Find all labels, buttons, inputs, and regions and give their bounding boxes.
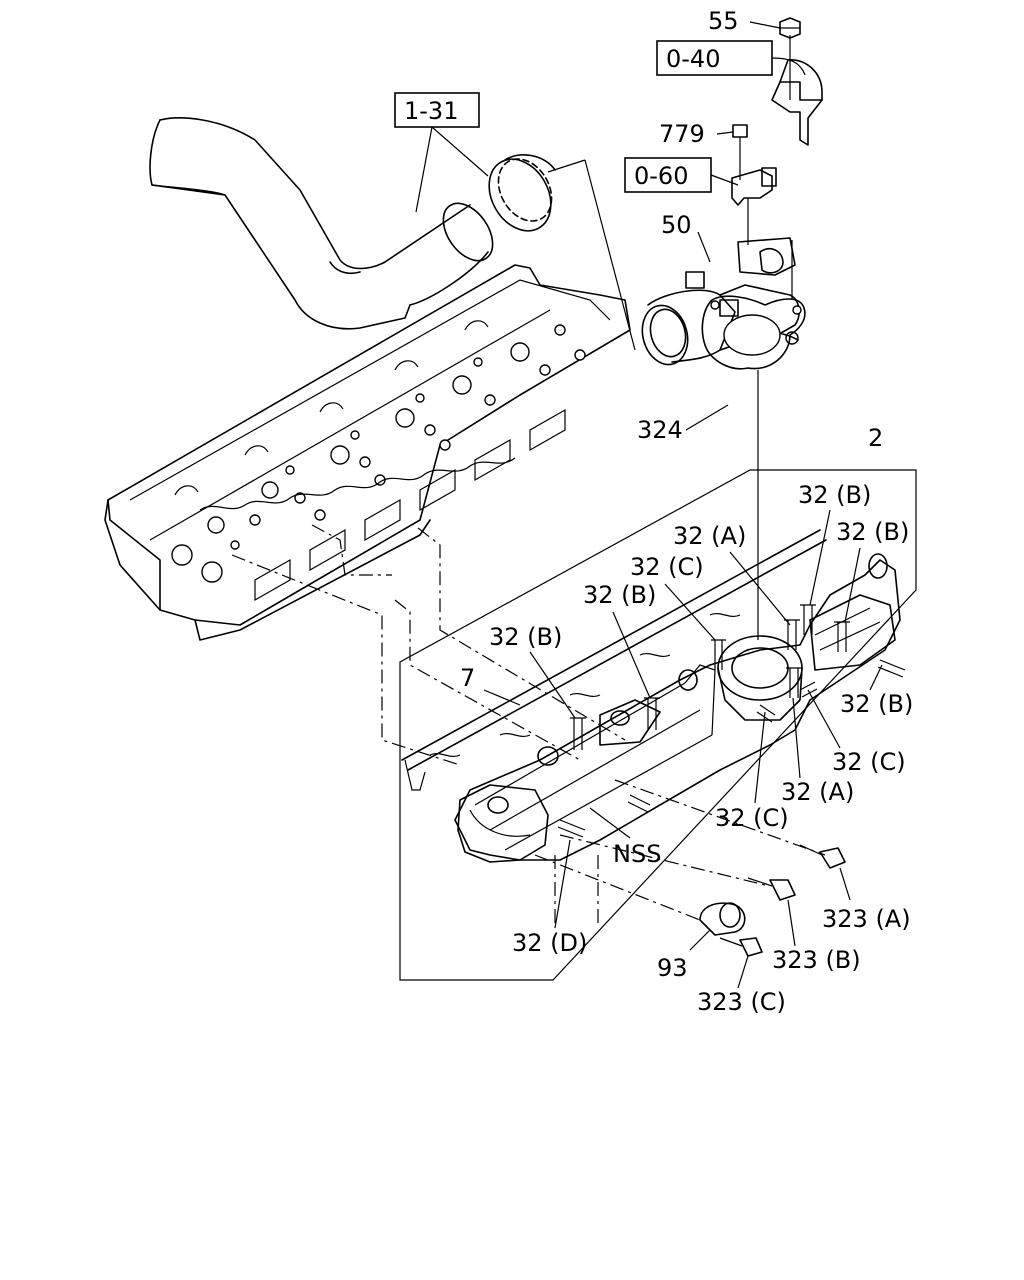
intake-hose: [149, 117, 494, 330]
callout-nss: NSS: [613, 840, 661, 868]
svg-text:1-31: 1-31: [404, 97, 458, 125]
bolt-323c: [719, 937, 763, 957]
callout-55: 55: [708, 7, 739, 35]
mounting-bracket: [771, 35, 823, 146]
gasket-324: [701, 295, 806, 370]
callout-32c-1: 32 (C): [630, 553, 704, 581]
callout-324: 324: [637, 416, 683, 444]
callout-32b-5: 32 (B): [840, 690, 913, 718]
callout-32a-1: 32 (A): [673, 522, 746, 550]
assembly-lines: [231, 159, 826, 925]
callout-32d: 32 (D): [512, 929, 587, 957]
callout-779: 779: [659, 120, 705, 148]
callout-32c-3: 32 (C): [715, 804, 789, 832]
bolt-323a: [799, 844, 846, 869]
manifold-gasket-7: [401, 529, 827, 791]
clamp-93: [699, 902, 746, 936]
callout-323b: 323 (B): [772, 946, 861, 974]
callout-32b-1: 32 (B): [798, 481, 871, 509]
callout-2: 2: [868, 424, 883, 452]
hose-clamp: [488, 154, 556, 232]
sensor-0-60: [731, 167, 777, 245]
ref-box-1-31: 1-31: [394, 92, 489, 213]
bolt-323b: [747, 877, 796, 901]
cylinder-head: [104, 264, 631, 641]
callout-50: 50: [661, 211, 692, 239]
callout-7: 7: [460, 664, 475, 692]
callout-32a-2: 32 (A): [781, 778, 854, 806]
assembly-2-outline: [399, 469, 917, 981]
bolt-779: [732, 124, 748, 180]
callout-32b-2: 32 (B): [836, 518, 909, 546]
flange-nut-55: [779, 17, 801, 39]
ref-box-0-60: 0-60: [624, 157, 739, 193]
callout-32c-2: 32 (C): [832, 748, 906, 776]
callout-323a: 323 (A): [822, 905, 911, 933]
callout-32b-3: 32 (B): [583, 581, 656, 609]
callout-labels: 55 779 50 324 2 32 (B) 32 (B) 32 (A) 32 …: [460, 7, 913, 1016]
head-bolt-holes: [171, 324, 586, 583]
ref-box-0-40: 0-40: [656, 40, 806, 76]
callout-93: 93: [657, 954, 688, 982]
callout-32b-4: 32 (B): [489, 623, 562, 651]
svg-text:0-60: 0-60: [634, 162, 688, 190]
callout-323c: 323 (C): [697, 988, 786, 1016]
svg-text:0-40: 0-40: [666, 45, 720, 73]
